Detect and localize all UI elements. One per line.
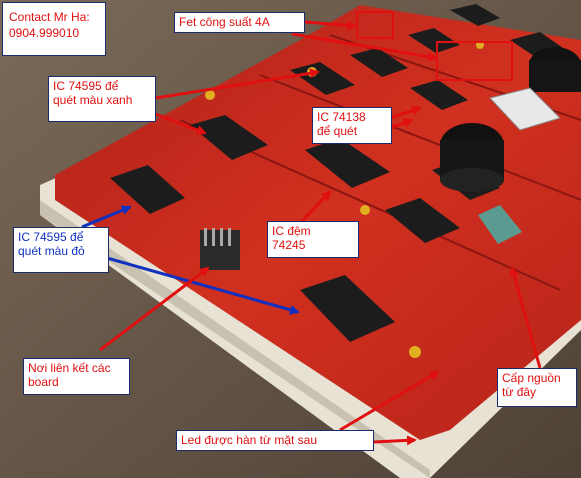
annotation-arrows bbox=[81, 20, 542, 446]
heatsink bbox=[489, 87, 561, 131]
ic-buffer-line2: 74245 bbox=[272, 238, 306, 252]
board-seam bbox=[259, 74, 581, 201]
led-line1: Led được hàn từ mặt sau bbox=[181, 433, 318, 447]
ic74595-green-line2: quét màu xanh bbox=[53, 93, 133, 107]
ic-buffer-label: IC đệm 74245 bbox=[267, 221, 359, 258]
capacitor bbox=[440, 47, 581, 192]
contact-label: Contact Mr Ha: 0904.999010 bbox=[2, 2, 106, 56]
ic74595-red-line2: quét màu đỏ bbox=[18, 244, 85, 258]
fet-label: Fet công suất 4A bbox=[174, 12, 305, 33]
ic74138-line2: để quét bbox=[317, 124, 358, 138]
fet-line1: Fet công suất 4A bbox=[179, 15, 270, 29]
ic74595-red-label: IC 74595 để quét màu đỏ bbox=[13, 227, 109, 273]
led-module-edge bbox=[40, 200, 430, 478]
header-pins bbox=[200, 228, 240, 270]
board-link-line2: board bbox=[28, 375, 59, 389]
power-input-line1: Cấp nguồn bbox=[502, 371, 561, 385]
ic74595-green-line1: IC 74595 để bbox=[53, 79, 119, 93]
ic74595-red-line1: IC 74595 để bbox=[18, 230, 84, 244]
power-input-label: Cấp nguồn từ đây bbox=[497, 368, 577, 407]
board-link-label: Nơi liên kết các board bbox=[23, 358, 130, 395]
ic74138-line1: IC 74138 bbox=[317, 110, 366, 124]
led-label: Led được hàn từ mặt sau bbox=[176, 430, 374, 451]
ic-buffer-line1: IC đệm bbox=[272, 224, 311, 238]
power-connector bbox=[478, 205, 522, 244]
ic74138-label: IC 74138 để quét bbox=[312, 107, 392, 144]
power-input-line2: từ đây bbox=[502, 385, 537, 399]
board-link-line1: Nơi liên kết các bbox=[28, 361, 111, 375]
contact-line1: Contact Mr Ha: bbox=[9, 10, 90, 24]
fet-highlight-box bbox=[356, 11, 394, 39]
contact-line2: 0904.999010 bbox=[9, 26, 80, 40]
chip bbox=[110, 4, 566, 342]
ic74595-green-label: IC 74595 để quét màu xanh bbox=[48, 76, 156, 122]
